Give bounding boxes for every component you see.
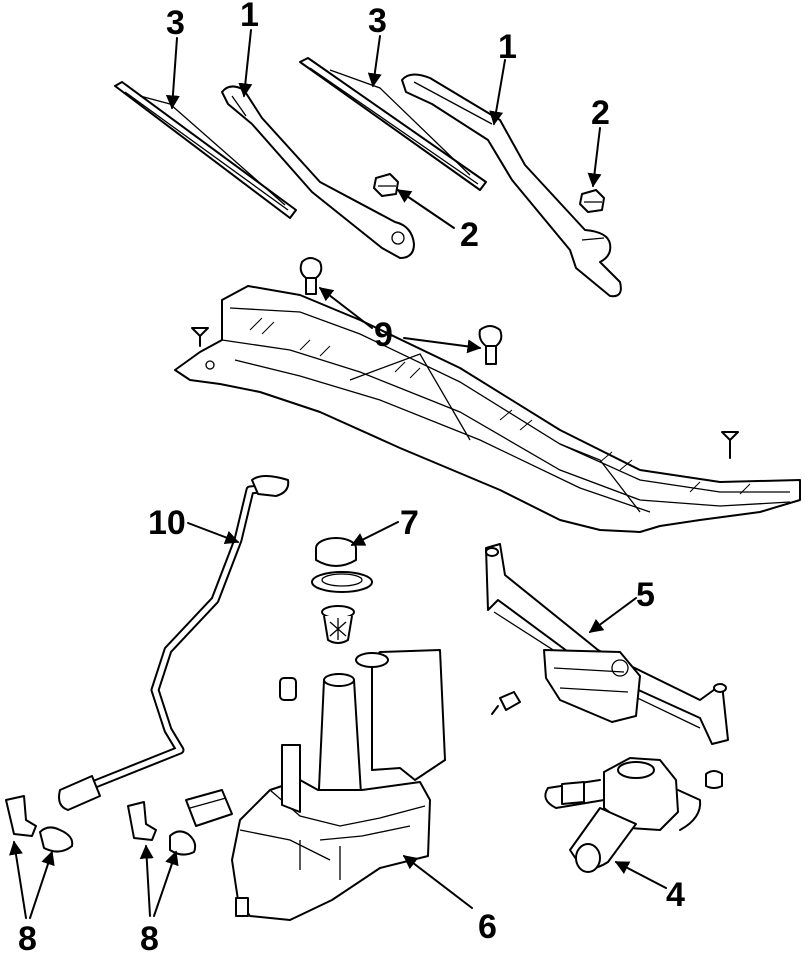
motor-grommet[interactable] [705, 770, 723, 789]
cowl-panel [174, 285, 801, 533]
callout-8-center: 8 [140, 920, 159, 958]
reservoir-cap[interactable] [311, 537, 373, 593]
wiper-arm-left[interactable] [221, 85, 415, 259]
callout-5: 5 [636, 576, 655, 614]
callout-7: 7 [400, 504, 419, 542]
callout-3-left: 3 [166, 4, 185, 42]
wiper-blade-left[interactable] [114, 81, 297, 219]
leader-lines [9, 29, 667, 919]
arm-nut-left[interactable] [373, 173, 399, 197]
washer-hose[interactable] [58, 475, 290, 811]
callout-2-right: 2 [591, 94, 610, 132]
callout-6: 6 [478, 908, 497, 946]
cowl-screw-right[interactable] [721, 431, 739, 459]
nozzle-connector[interactable] [185, 789, 233, 827]
washer-reservoir[interactable] [231, 649, 446, 921]
linkage-bolt[interactable] [491, 691, 521, 715]
callout-labels: 3 1 3 1 2 2 9 10 7 5 4 6 8 8 [18, 0, 685, 958]
reservoir-filter[interactable] [321, 605, 355, 644]
washer-nozzle-far-left[interactable] [5, 795, 74, 853]
callout-2-left: 2 [460, 216, 479, 254]
callout-8-left: 8 [18, 920, 37, 958]
callout-9: 9 [374, 316, 393, 354]
cowl-cover-clip-left[interactable] [299, 257, 323, 295]
callout-4: 4 [666, 876, 685, 914]
wiper-linkage[interactable] [485, 543, 729, 745]
callout-3-center: 3 [368, 2, 387, 40]
cowl-cover-clip-right[interactable] [478, 325, 503, 365]
wiper-motor[interactable] [544, 757, 702, 873]
wiper-blade-center[interactable] [299, 57, 487, 191]
wiper-arm-right[interactable] [401, 73, 622, 298]
callout-1-left: 1 [240, 0, 259, 34]
callout-1-right: 1 [498, 28, 517, 66]
cowl-screw-left[interactable] [191, 327, 209, 347]
arm-nut-right[interactable] [579, 189, 605, 213]
washer-nozzle-left[interactable] [127, 801, 197, 856]
reservoir-grommet[interactable] [279, 677, 297, 701]
callout-10: 10 [148, 504, 186, 542]
